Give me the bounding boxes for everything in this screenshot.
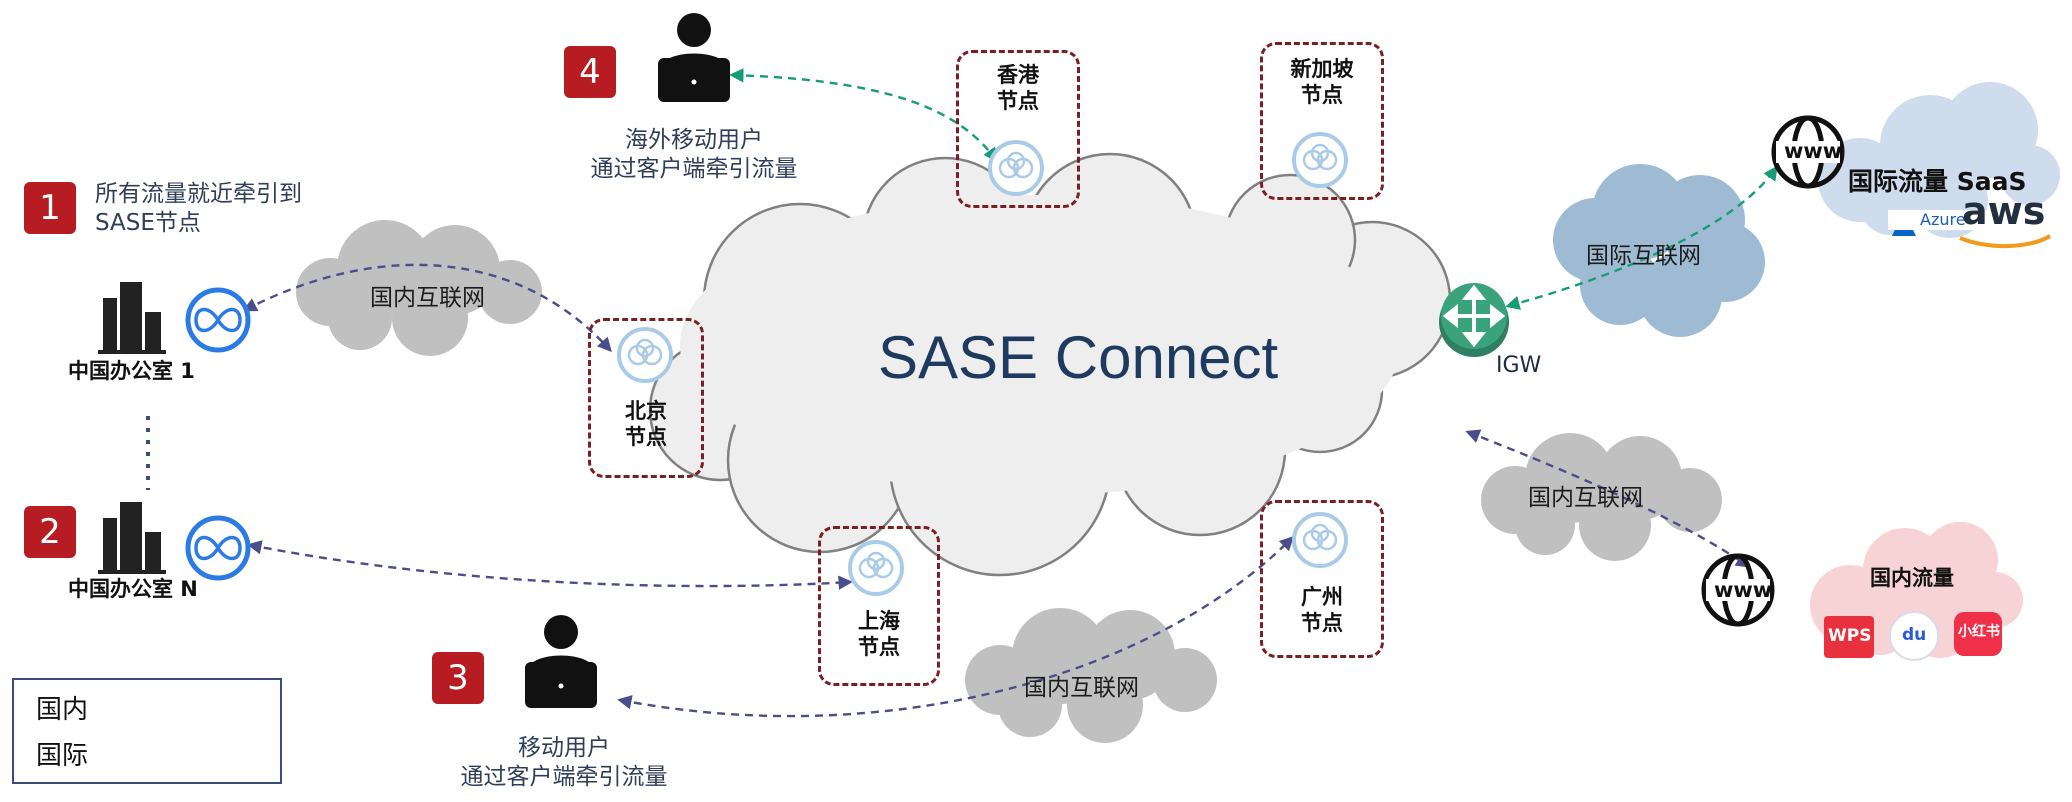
arrow-mobile-guangzhou — [617, 535, 1295, 718]
guangzhou-line1: 广州 — [1301, 585, 1343, 609]
hongkong-line2: 节点 — [997, 89, 1039, 114]
xiaohongshu-label: 小红书 — [1958, 624, 2000, 640]
beijing-line2: 节点 — [625, 425, 667, 450]
step1-line2: SASE节点 — [95, 209, 201, 236]
hongkong-node-label: 香港 节点 — [956, 62, 1080, 115]
xiaohongshu-app-icon — [1954, 612, 2002, 656]
wps-label: WPS — [1828, 626, 1872, 646]
igw-label: IGW — [1496, 353, 1542, 378]
mobile-user-icon — [525, 615, 597, 708]
step4-badge: 4 — [564, 46, 616, 98]
cloud-domestic-3-label: 国内互联网 — [1024, 675, 1139, 701]
singapore-line1: 新加坡 — [1290, 57, 1354, 81]
shanghai-line1: 上海 — [858, 609, 900, 633]
diagram-title: SASE Connect — [878, 324, 1279, 391]
office1-building-icon — [98, 282, 166, 354]
beijing-node — [588, 318, 704, 478]
step4-text: 海外移动用户 通过客户端牵引流量 — [566, 126, 822, 184]
hongkong-line1: 香港 — [997, 63, 1039, 87]
arrow-office1-beijing — [242, 263, 612, 353]
step1-text: 所有流量就近牵引到 SASE节点 — [95, 180, 302, 238]
legend-international-label: 国际 — [36, 741, 89, 771]
flow-arrows — [242, 68, 1778, 718]
intl-saas-title: 国际流量 SaaS — [1848, 167, 2027, 196]
shanghai-line2: 节点 — [858, 635, 900, 660]
shanghai-node — [818, 526, 940, 686]
dom-www-band — [1706, 579, 1770, 601]
baidu-label: du — [1902, 625, 1927, 645]
step4-line1: 海外移动用户 — [625, 127, 763, 153]
hongkong-node — [956, 50, 1080, 208]
guangzhou-node-label: 广州 节点 — [1260, 584, 1384, 637]
cloud-domestic-2-label: 国内互联网 — [1528, 485, 1643, 511]
igw-router-icon — [1439, 283, 1509, 357]
azure-label: Azure — [1888, 210, 1990, 230]
cloud-domestic-1-label: 国内互联网 — [370, 285, 485, 311]
step3-line2: 通过客户端牵引流量 — [460, 763, 668, 790]
intl-www-text: www — [1784, 139, 1843, 163]
legend-domestic-label: 国内 — [36, 695, 89, 725]
step3-badge: 3 — [432, 652, 484, 704]
shanghai-node-label: 上海 节点 — [818, 608, 940, 661]
aws-label: aws — [1962, 189, 2046, 233]
officeN-infinity-icon — [185, 515, 251, 581]
beijing-node-label: 北京 节点 — [588, 398, 704, 451]
wps-app-icon — [1824, 616, 1874, 658]
step1-line1: 所有流量就近牵引到 — [95, 181, 302, 207]
overseas-user-icon — [658, 13, 730, 102]
step3-text: 移动用户 通过客户端牵引流量 — [436, 734, 692, 792]
intl-www-band — [1776, 141, 1840, 163]
singapore-line2: 节点 — [1301, 83, 1343, 108]
legend — [12, 678, 282, 784]
dom-traffic-title: 国内流量 — [1870, 566, 1954, 590]
baidu-app-icon — [1889, 611, 1939, 661]
officeN-label: 中国办公室 N — [68, 577, 198, 601]
step2-badge: 2 — [24, 506, 76, 558]
singapore-node-label: 新加坡 节点 — [1260, 56, 1384, 109]
cloud-international-label: 国际互联网 — [1586, 243, 1701, 269]
guangzhou-node — [1260, 500, 1384, 658]
officeN-building-icon — [98, 502, 166, 574]
node-swirl-icons — [627, 143, 1338, 579]
arrow-igw-domestic — [1465, 429, 1751, 568]
singapore-node — [1260, 42, 1384, 200]
step1-badge: 1 — [24, 182, 76, 234]
aws-smile-icon — [1959, 234, 2052, 248]
beijing-line1: 北京 — [625, 399, 667, 423]
office1-infinity-icon — [185, 287, 251, 353]
office1-label: 中国办公室 1 — [68, 359, 195, 383]
guangzhou-line2: 节点 — [1301, 611, 1343, 636]
arrow-overseas-hongkong — [729, 68, 998, 163]
step3-line1: 移动用户 — [518, 735, 610, 761]
arrow-officeN-shanghai — [247, 540, 853, 590]
step4-line2: 通过客户端牵引流量 — [590, 155, 798, 182]
dom-www-text: www — [1714, 578, 1773, 602]
